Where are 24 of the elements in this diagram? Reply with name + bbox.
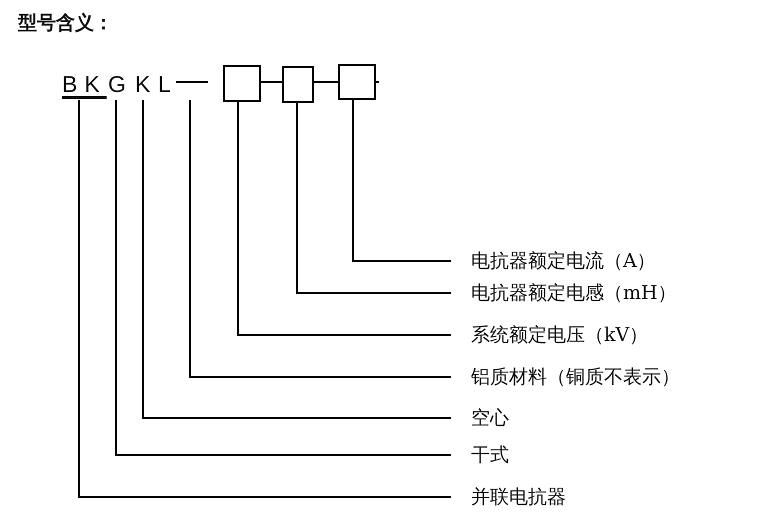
leader-line: [352, 100, 451, 262]
connector-line: [314, 81, 338, 83]
placeholder-box: [282, 66, 314, 103]
connector-line: [261, 81, 282, 83]
leader-line: [189, 100, 451, 378]
leader-line: [296, 103, 451, 294]
meaning-text: 电抗器额定电感（mH）: [451, 279, 677, 307]
placeholder-box: [338, 64, 376, 100]
code-letter: G: [108, 70, 126, 100]
leader-line: [115, 100, 451, 456]
meaning-text: 铝质材料（铜质不表示）: [451, 363, 680, 391]
title: 型号含义：: [18, 11, 113, 36]
placeholder-box: [223, 65, 261, 102]
meaning-text: 空心: [451, 404, 509, 432]
code-letter: BK: [62, 70, 107, 100]
meaning-text: 电抗器额定电流（A）: [451, 247, 656, 275]
leader-line: [142, 100, 451, 419]
meaning-text: 系统额定电压（kV）: [451, 321, 648, 349]
leader-line: [78, 100, 451, 498]
meaning-text: 并联电抗器: [451, 483, 566, 511]
meaning-text: 干式: [451, 441, 509, 469]
leader-line: [237, 102, 451, 336]
code-letter: K: [135, 70, 150, 100]
code-letter: L: [158, 70, 171, 100]
